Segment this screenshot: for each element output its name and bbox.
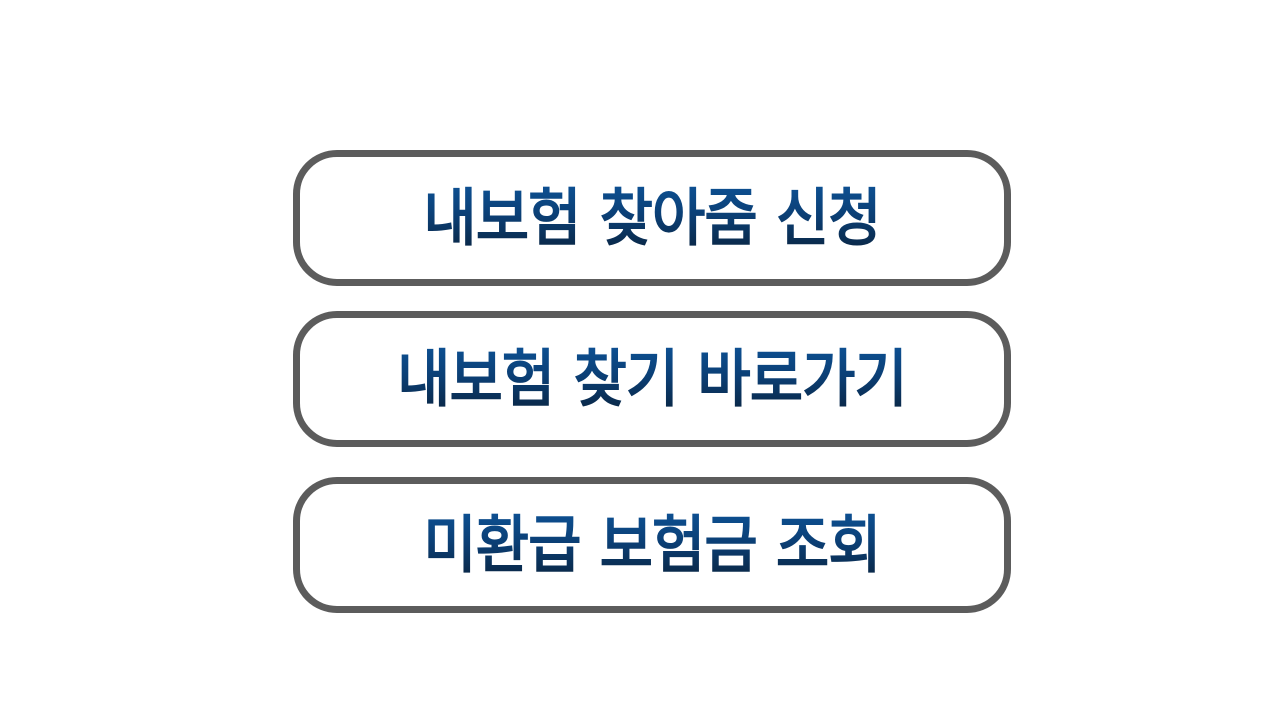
unclaimed-insurance-lookup-button[interactable]: 미환급 보험금 조회 xyxy=(293,477,1011,613)
unclaimed-insurance-lookup-label: 미환급 보험금 조회 xyxy=(423,508,881,582)
insurance-finder-apply-button[interactable]: 내보험 찾아줌 신청 xyxy=(293,150,1011,286)
insurance-search-shortcut-button[interactable]: 내보험 찾기 바로가기 xyxy=(293,311,1011,447)
insurance-search-shortcut-label: 내보험 찾기 바로가기 xyxy=(397,342,908,416)
insurance-finder-apply-label: 내보험 찾아줌 신청 xyxy=(423,181,881,255)
